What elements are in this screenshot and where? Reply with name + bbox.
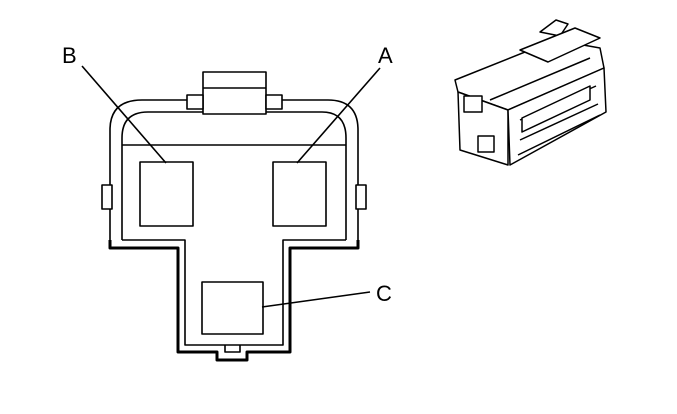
iso-side-window xyxy=(521,85,591,133)
leader-line-b xyxy=(81,65,167,164)
iso-top-edge xyxy=(489,57,591,101)
left-side-latch xyxy=(101,184,113,210)
connector-body-outer xyxy=(108,240,360,362)
terminal-cavity-c xyxy=(201,281,264,335)
iso-latch-ridge xyxy=(519,27,601,63)
connector-body-inner xyxy=(122,239,346,346)
latch-left-nub xyxy=(186,94,204,110)
latch-right-nub xyxy=(265,94,283,110)
leader-line-a xyxy=(296,67,381,164)
iso-cavity-lower xyxy=(477,135,495,153)
iso-rib-2 xyxy=(519,103,599,141)
terminal-cavity-a xyxy=(272,161,327,227)
callout-label-c: C xyxy=(376,281,392,306)
bottom-notch xyxy=(224,345,241,353)
connector-front-view xyxy=(81,65,381,362)
iso-cavity-upper xyxy=(463,95,483,113)
leader-line-c xyxy=(261,291,371,308)
callout-label-a: A xyxy=(378,43,393,68)
right-side-latch xyxy=(355,184,367,210)
top-latch xyxy=(202,71,267,115)
terminal-cavity-b xyxy=(139,161,194,227)
iso-rib-3 xyxy=(517,114,601,156)
iso-latch xyxy=(539,19,569,37)
callout-label-b: B xyxy=(62,43,77,68)
connector-isometric-view xyxy=(454,19,607,166)
